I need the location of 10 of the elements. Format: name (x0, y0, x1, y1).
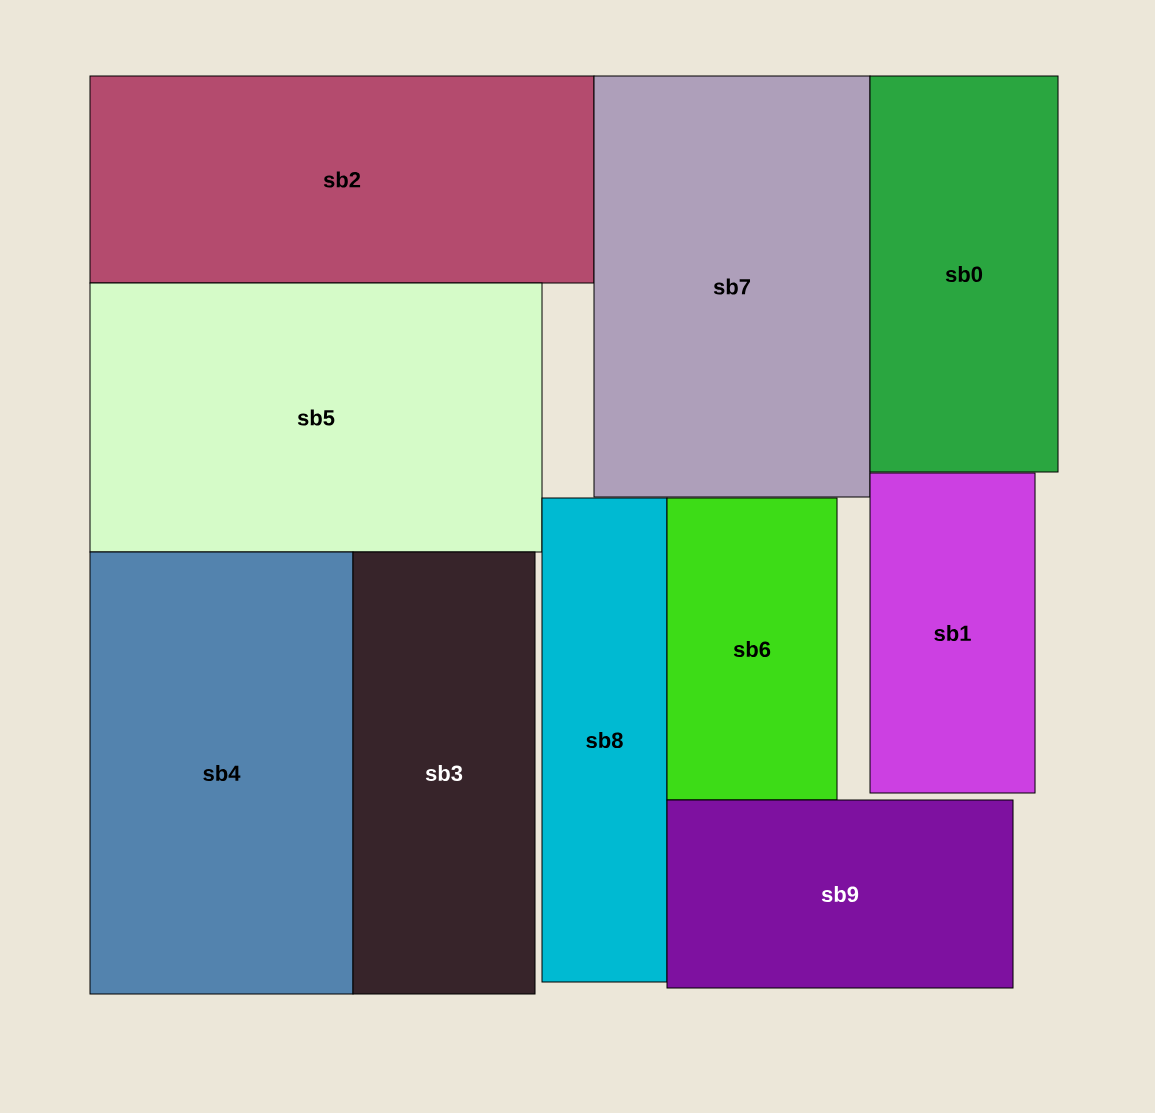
rectangle-block: sb5 (89, 282, 543, 553)
rectangle-block: sb9 (666, 799, 1014, 989)
rectangle-block: sb6 (666, 497, 838, 801)
rectangle-block: sb1 (869, 472, 1036, 794)
rectangle-block: sb2 (89, 75, 595, 284)
rectangle-block: sb3 (352, 551, 536, 995)
rectangle-block: sb7 (593, 75, 871, 498)
rectangle-block: sb8 (541, 497, 668, 983)
rectangle-block: sb4 (89, 551, 354, 995)
rectangle-block: sb0 (869, 75, 1059, 473)
